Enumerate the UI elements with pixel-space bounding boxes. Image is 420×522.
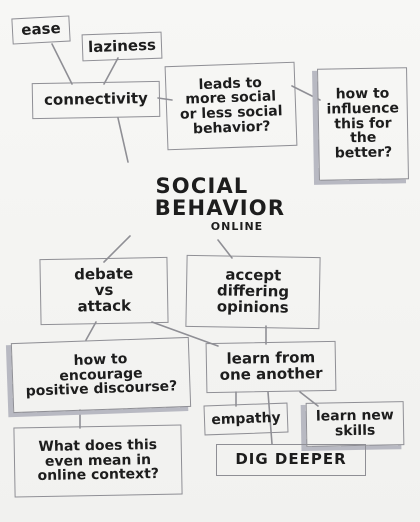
connector-laziness-connectivity xyxy=(103,57,119,85)
node-leads-to: leads to more social or less social beha… xyxy=(164,61,298,151)
node-how-to-encourage: how to encourage positive discourse? xyxy=(10,336,192,414)
node-laziness: laziness xyxy=(81,31,163,62)
central-title-line2: BEHAVIOR xyxy=(154,196,286,221)
node-learn-from-one-another: learn from one another xyxy=(205,340,337,394)
connector-learn-learnnew xyxy=(299,391,319,407)
connector-central-accept xyxy=(217,239,233,259)
connector-debate-encourage xyxy=(85,321,97,341)
connector-leadsto-influence xyxy=(291,85,321,101)
node-ease: ease xyxy=(11,15,71,45)
node-dig-deeper: DIG DEEPER xyxy=(216,444,366,476)
connector-ease-connectivity xyxy=(51,43,73,85)
connector-connectivity-central xyxy=(117,117,129,163)
node-learn-new-skills: learn new skills xyxy=(305,401,405,447)
central-subtitle: ONLINE xyxy=(210,220,264,234)
node-accept-differing-opinions: accept differing opinions xyxy=(185,254,321,330)
connector-learn-digdeeper xyxy=(267,391,273,445)
central-title-line1: SOCIAL xyxy=(155,174,249,199)
node-what-does-this-mean: What does this even mean in online conte… xyxy=(13,424,183,498)
node-debate-vs-attack: debate vs attack xyxy=(39,256,169,326)
node-empathy: empathy xyxy=(203,402,289,436)
connector-central-debate xyxy=(103,235,131,263)
node-how-to-influence: how to influence this for the better? xyxy=(317,67,409,181)
connector-debate-learn xyxy=(151,321,219,347)
node-connectivity: connectivity xyxy=(31,80,161,120)
connector-connectivity-leadsto xyxy=(157,97,173,101)
node-social-behavior-online: SOCIAL BEHAVIOR ONLINE xyxy=(104,162,300,246)
